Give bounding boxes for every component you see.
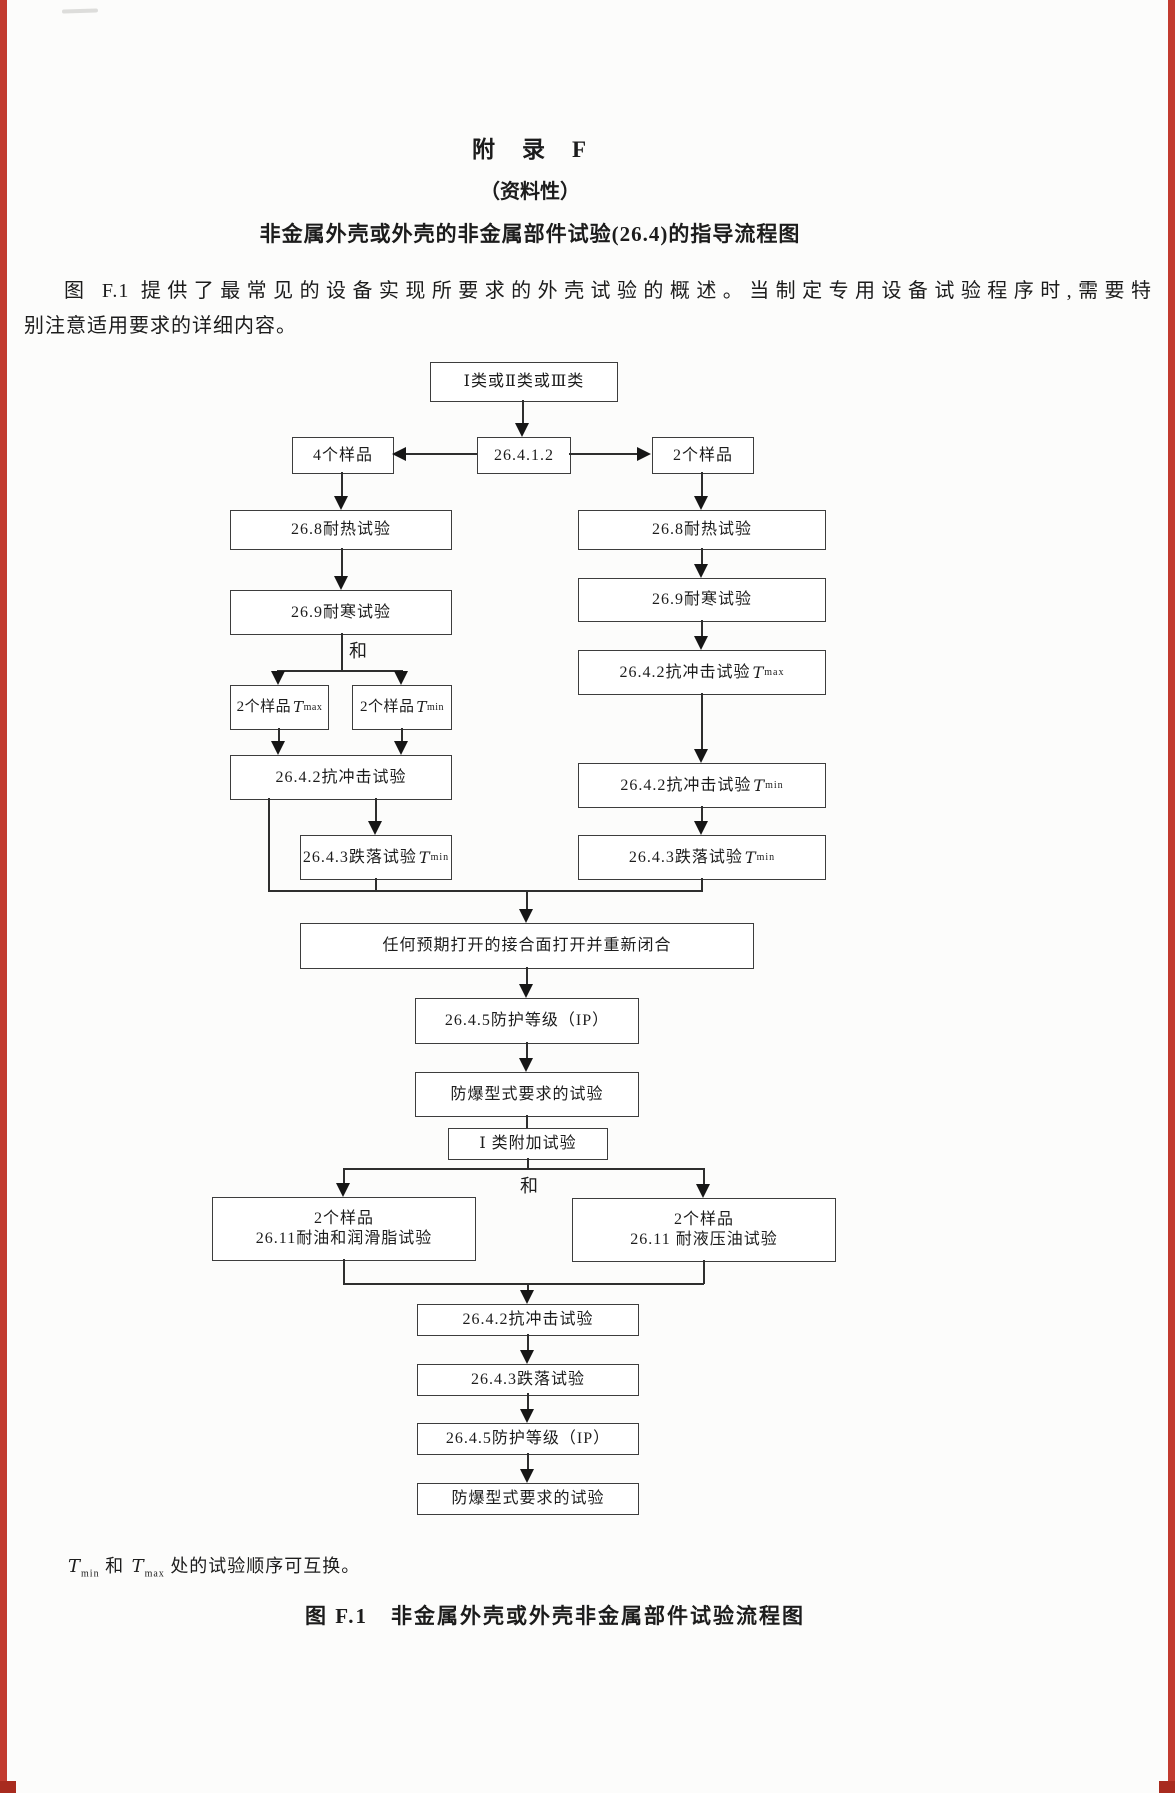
flow-node-26412: 26.4.1.2 (477, 437, 571, 474)
flow-node-ex-type-tests-1: 防爆型式要求的试验 (415, 1072, 639, 1117)
flow-node-left-cold-test: 26.9耐寒试验 (230, 590, 452, 635)
connector (268, 890, 703, 892)
connector (278, 728, 280, 742)
connector (526, 890, 528, 910)
arrow-down-icon (520, 1350, 534, 1364)
footnote: Tmin 和 Tmax 处的试验顺序可互换。 (68, 1556, 361, 1580)
arrow-down-icon (520, 1290, 534, 1304)
connector (343, 1283, 704, 1285)
connector (401, 728, 403, 742)
connector (701, 620, 703, 637)
connector (701, 878, 703, 891)
flow-node-left-impact-test: 26.4.2抗冲击试验 (230, 755, 452, 800)
arrow-down-icon (515, 423, 529, 437)
flow-node-ip-rating-1: 26.4.5防护等级（IP） (415, 998, 639, 1044)
connector (527, 1283, 529, 1291)
flow-node-ip-rating-2: 26.4.5防护等级（IP） (417, 1423, 639, 1455)
connector (527, 1393, 529, 1410)
arrow-down-icon (271, 741, 285, 755)
arrow-right-icon (637, 447, 651, 461)
connector (527, 1158, 529, 1169)
arrow-down-icon (696, 1184, 710, 1198)
connector (375, 798, 377, 822)
appendix-title: 非金属外壳或外壳的非金属部件试验(26.4)的指导流程图 (259, 222, 801, 246)
connector (526, 1042, 528, 1059)
connector (341, 548, 343, 577)
connector (701, 472, 703, 497)
flow-node-impact-test-2: 26.4.2抗冲击试验 (417, 1304, 639, 1336)
flow-node-reopen-reclose: 任何预期打开的接合面打开并重新闭合 (300, 923, 754, 969)
flow-node-hydraulic-oil-test: 2个样品 26.11 耐液压油试验 (572, 1198, 836, 1262)
arrow-down-icon (519, 984, 533, 998)
connector (375, 878, 377, 891)
connector (343, 1168, 345, 1184)
scan-smudge (61, 8, 99, 14)
connector (343, 1168, 703, 1170)
scan-edge-right (1168, 0, 1175, 1793)
scan-edge-left (0, 0, 7, 1793)
arrow-left-icon (392, 447, 406, 461)
flow-node-oil-grease-test: 2个样品 26.11耐油和润滑脂试验 (212, 1197, 476, 1261)
flow-node-right-heat-test: 26.8耐热试验 (578, 510, 826, 550)
arrow-down-icon (694, 749, 708, 763)
connector (343, 1259, 345, 1284)
connector (527, 1453, 529, 1470)
flow-node-class-i-ii-iii: Ⅰ类或Ⅱ类或Ⅲ类 (430, 362, 618, 402)
appendix-label: 附 录 F (471, 137, 589, 162)
scan-corner-left (0, 1781, 16, 1793)
connector (701, 693, 703, 750)
arrow-down-icon (519, 909, 533, 923)
scan-corner-right (1159, 1781, 1175, 1793)
arrow-down-icon (394, 741, 408, 755)
connector (268, 798, 270, 891)
arrow-down-icon (334, 576, 348, 590)
flow-node-right-cold-test: 26.9耐寒试验 (578, 578, 826, 622)
and-label-center: 和 (518, 1172, 540, 1198)
flow-node-4-samples: 4个样品 (292, 437, 394, 474)
arrow-down-icon (694, 496, 708, 510)
connector (341, 472, 343, 497)
connector (522, 400, 524, 424)
connector (701, 548, 703, 565)
flow-node-ex-type-tests-2: 防爆型式要求的试验 (417, 1483, 639, 1515)
connector (406, 453, 477, 455)
connector (526, 1115, 528, 1128)
arrow-down-icon (694, 821, 708, 835)
connector (701, 806, 703, 822)
arrow-down-icon (394, 671, 408, 685)
intro-paragraph-line1: 图 F.1 提供了最常见的设备实现所要求的外壳试验的概述。当制定专用设备试验程序… (64, 280, 1152, 302)
connector (703, 1168, 705, 1185)
flow-node-group1-additional: Ⅰ 类附加试验 (448, 1128, 608, 1160)
flow-node-2-samples: 2个样品 (652, 437, 754, 474)
connector (277, 670, 403, 672)
arrow-down-icon (368, 821, 382, 835)
arrow-down-icon (694, 564, 708, 578)
and-label-left: 和 (347, 637, 369, 663)
connector (569, 453, 637, 455)
arrow-down-icon (334, 496, 348, 510)
connector (527, 1334, 529, 1351)
connector (526, 967, 528, 985)
arrow-down-icon (520, 1469, 534, 1483)
arrow-down-icon (694, 636, 708, 650)
flow-node-drop-test-2: 26.4.3跌落试验 (417, 1364, 639, 1396)
flow-node-left-heat-test: 26.8耐热试验 (230, 510, 452, 550)
arrow-down-icon (519, 1058, 533, 1072)
arrow-down-icon (336, 1183, 350, 1197)
figure-caption: 图 F.1 非金属外壳或外壳非金属部件试验流程图 (305, 1604, 805, 1628)
connector (341, 633, 343, 671)
intro-paragraph-line2: 别注意适用要求的详细内容。 (24, 315, 297, 337)
arrow-down-icon (271, 671, 285, 685)
appendix-type: （资料性） (480, 181, 580, 203)
arrow-down-icon (520, 1409, 534, 1423)
connector (703, 1260, 705, 1284)
